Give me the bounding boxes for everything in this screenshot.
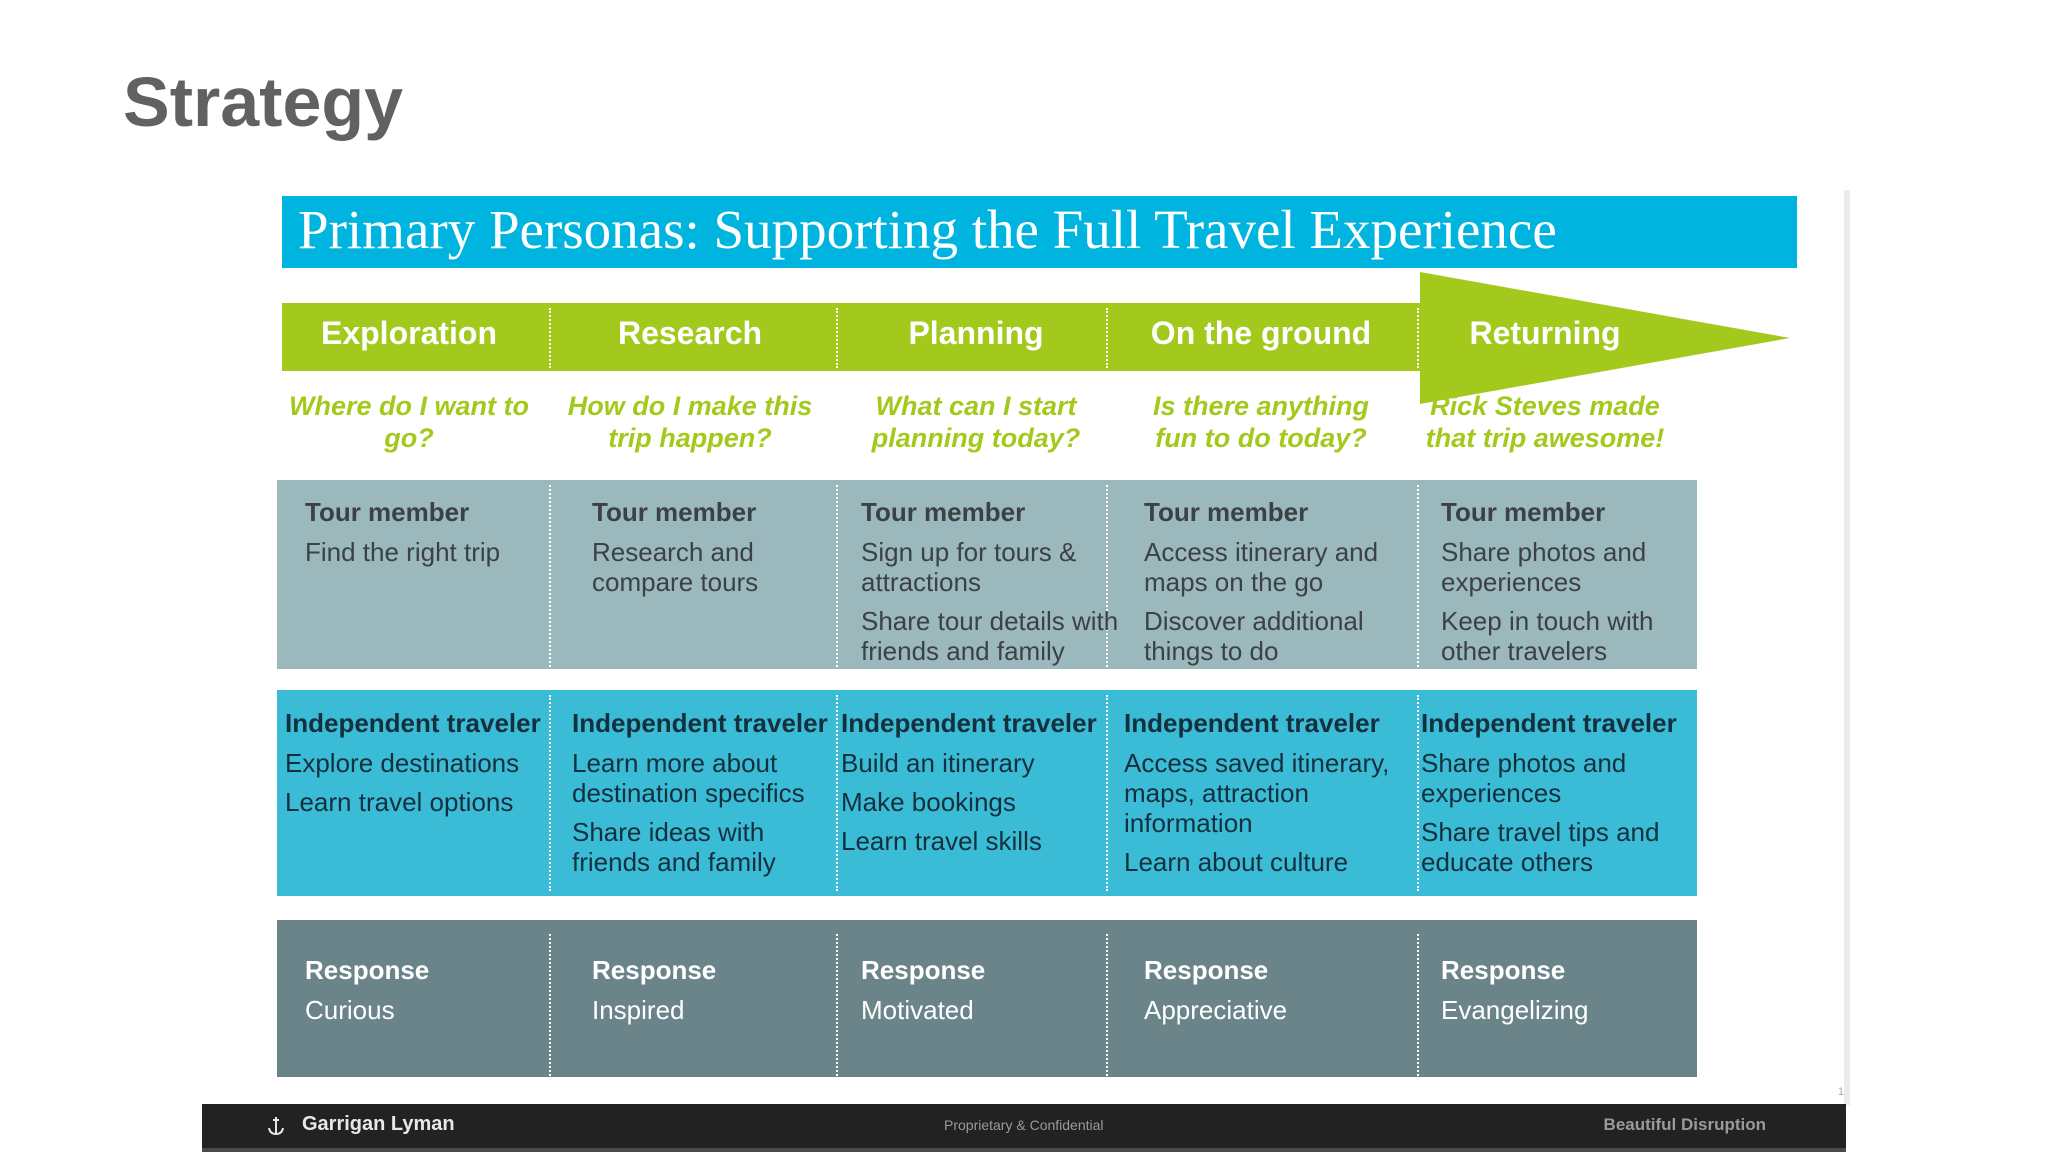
cell-item: Learn travel skills (841, 826, 1042, 856)
column-divider (1417, 695, 1419, 891)
cell-heading: Tour member (592, 497, 757, 527)
cell-heading: Response (592, 955, 717, 985)
independent-traveler-row (277, 690, 1697, 896)
column-divider (836, 934, 838, 1076)
cell-heading: Response (861, 955, 986, 985)
cell-item: Learn travel options (285, 787, 514, 817)
cell-item: Motivated (861, 995, 974, 1025)
cell-heading: Tour member (1441, 497, 1606, 527)
diagram-title: Primary Personas: Supporting the Full Tr… (298, 199, 1557, 260)
cell-heading: Tour member (861, 497, 1026, 527)
column-divider (836, 395, 838, 470)
cell-heading: Independent traveler (1124, 708, 1380, 738)
column-divider (549, 695, 551, 891)
diagram-banner: Primary Personas: Supporting the Full Tr… (282, 196, 1797, 268)
column-divider (1106, 934, 1108, 1076)
cell-item: Share photos and experiences (1441, 537, 1647, 597)
cell-item: Discover additional things to do (1144, 606, 1364, 666)
cell-heading: Response (1441, 955, 1566, 985)
cell-item: Access itinerary and maps on the go (1144, 537, 1379, 597)
tour-member-row (277, 480, 1697, 669)
cell-item: Keep in touch with other travelers (1441, 606, 1654, 666)
embedded-image-edge (1844, 190, 1850, 1105)
column-divider (836, 308, 838, 368)
response-row (277, 920, 1697, 1077)
cell-item: Appreciative (1144, 995, 1288, 1025)
phase-question: Where do I want to go? (289, 391, 529, 453)
cell-item: Curious (305, 995, 395, 1025)
column-divider (1106, 485, 1108, 667)
phase-question: Rick Steves made that trip awesome! (1425, 391, 1665, 453)
cell-item: Learn about culture (1124, 847, 1349, 877)
anchor-icon (268, 1117, 284, 1136)
column-divider (1417, 308, 1419, 368)
phase-question: What can I start planning today? (871, 391, 1081, 453)
column-divider (836, 695, 838, 891)
footer-bar: Garrigan Lyman Proprietary & Confidentia… (202, 1104, 1846, 1148)
cell-heading: Response (305, 955, 430, 985)
cell-item: Share ideas with friends and family (572, 817, 776, 877)
column-divider (1106, 395, 1108, 470)
column-divider (549, 485, 551, 667)
cell-item: Share tour details with friends and fami… (861, 606, 1119, 666)
cell-item: Explore destinations (285, 748, 520, 778)
cell-item: Research and compare tours (592, 537, 759, 597)
footer-tagline: Beautiful Disruption (1603, 1115, 1766, 1134)
cell-item: Access saved itinerary, maps, attraction… (1124, 748, 1390, 838)
phase-label: Research (617, 315, 763, 351)
cell-item: Build an itinerary (841, 748, 1035, 778)
footer-underline (202, 1148, 1846, 1152)
phase-label: Returning (1469, 315, 1621, 351)
footer-confidential: Proprietary & Confidential (944, 1117, 1104, 1133)
phase-label: Exploration (320, 315, 497, 351)
cell-item: Sign up for tours & attractions (861, 537, 1077, 597)
cell-item: Share travel tips and educate others (1421, 817, 1660, 877)
column-divider (1417, 395, 1419, 470)
cell-heading: Independent traveler (1421, 708, 1677, 738)
column-divider (836, 485, 838, 667)
phase-label: Planning (908, 315, 1044, 351)
column-divider (1106, 695, 1108, 891)
column-divider (1106, 308, 1108, 368)
page-number: 1 (1838, 1086, 1845, 1098)
phase-label: On the ground (1150, 315, 1372, 351)
cell-item: Evangelizing (1441, 995, 1589, 1025)
cell-item: Share photos and experiences (1421, 748, 1627, 808)
cell-item: Find the right trip (305, 537, 501, 567)
column-divider (1417, 934, 1419, 1076)
cell-item: Make bookings (841, 787, 1016, 817)
footer-brand: Garrigan Lyman (302, 1113, 455, 1135)
slide-title: Strategy (123, 63, 404, 141)
cell-item: Inspired (592, 995, 685, 1025)
column-divider (1417, 485, 1419, 667)
cell-heading: Independent traveler (572, 708, 828, 738)
phase-question: How do I make this trip happen? (567, 391, 813, 453)
cell-item: Learn more about destination specifics (572, 748, 805, 808)
cell-heading: Independent traveler (285, 708, 541, 738)
column-divider (549, 934, 551, 1076)
cell-heading: Tour member (1144, 497, 1309, 527)
column-divider (549, 395, 551, 470)
phase-question: Is there anything fun to do today? (1152, 391, 1370, 453)
column-divider (549, 308, 551, 368)
cell-heading: Independent traveler (841, 708, 1097, 738)
cell-heading: Response (1144, 955, 1269, 985)
cell-heading: Tour member (305, 497, 470, 527)
